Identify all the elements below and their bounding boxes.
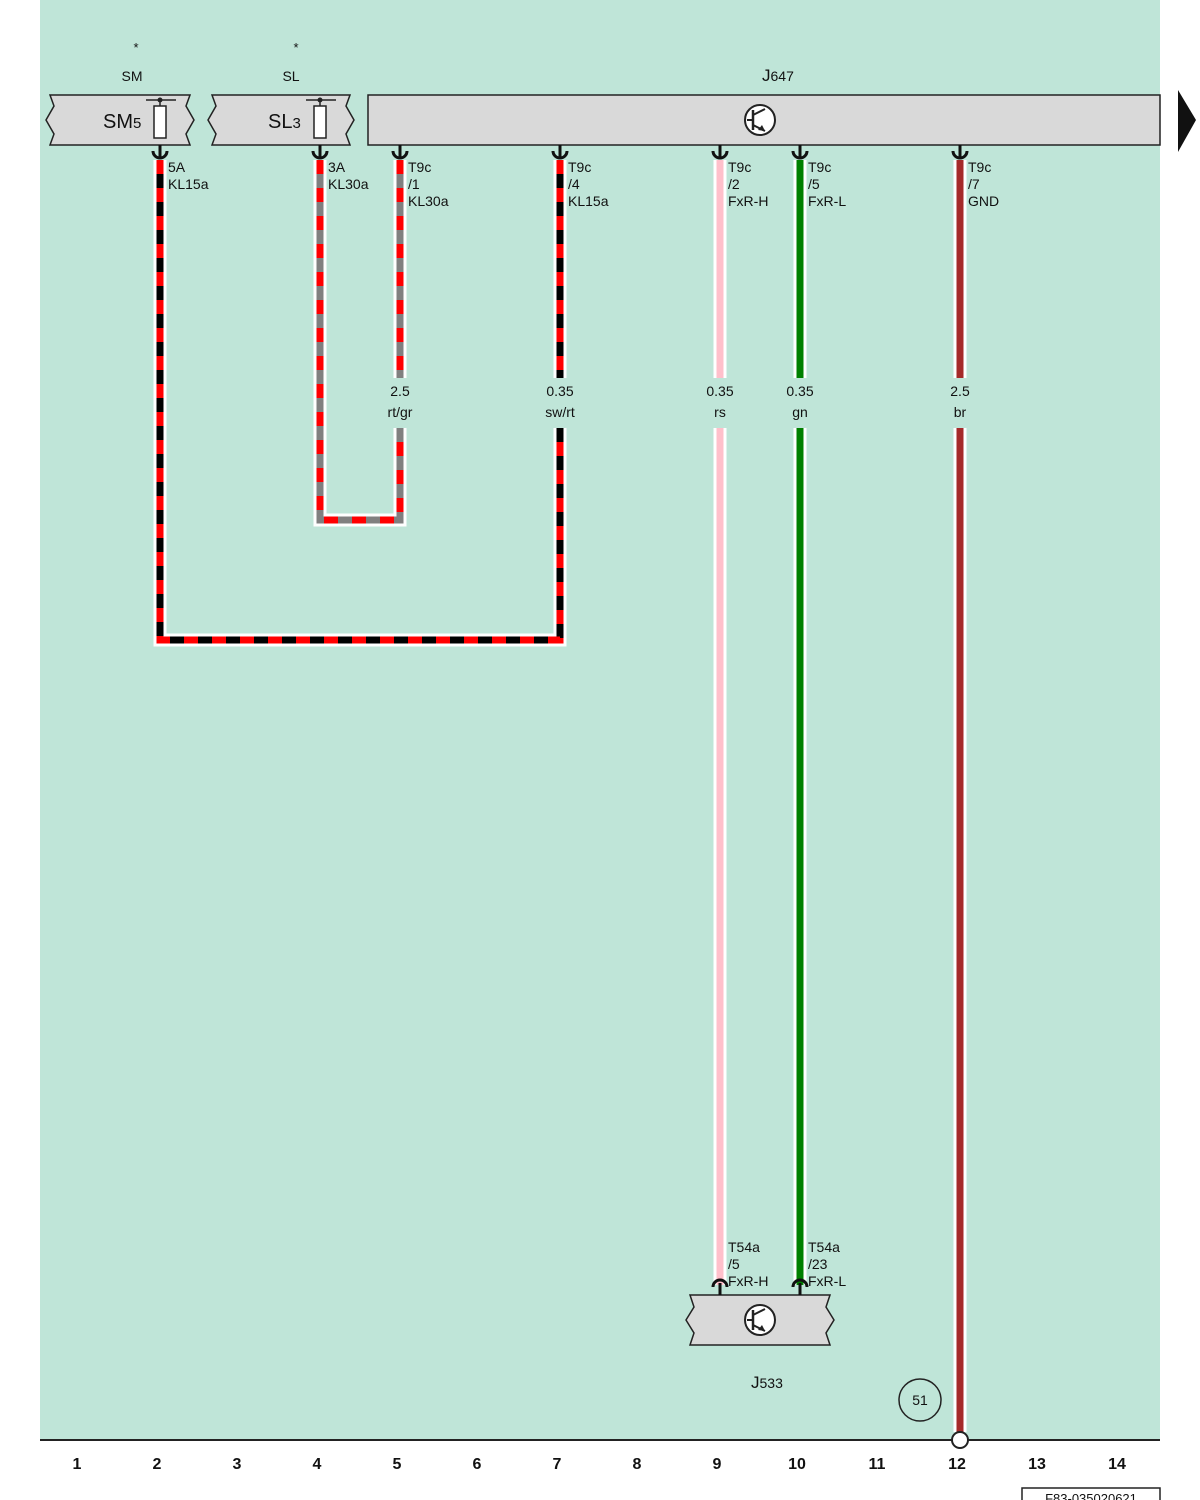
current-path-number: 4	[313, 1456, 322, 1473]
current-path-number: 1	[73, 1456, 82, 1473]
wire-label-w3: 0.35 rs	[706, 383, 733, 420]
transistor-icon	[744, 104, 776, 136]
ground-connection-icon	[951, 1431, 969, 1449]
wire-label-w4: 0.35 gn	[786, 383, 813, 420]
current-path-number: 2	[153, 1456, 162, 1473]
svg-text:2.5: 2.5	[950, 383, 970, 399]
sl-optional-marker: *	[293, 40, 298, 55]
fuse-sl3-label: SL3	[268, 111, 301, 133]
connector-pin-icon	[791, 145, 809, 160]
sm-group-label: SM	[122, 68, 143, 84]
wire-kl15a-loop	[153, 160, 567, 647]
ground-point-51: 51	[898, 1378, 942, 1422]
svg-text:gn: gn	[792, 404, 808, 420]
fuse-sm5-label: SM5	[103, 111, 141, 133]
svg-text:0.35: 0.35	[706, 383, 733, 399]
wire-label-w5: 2.5 br	[950, 383, 970, 420]
control-unit-j647	[367, 94, 1161, 146]
fuse-holder-sm	[45, 94, 195, 146]
sm-optional-marker: *	[133, 40, 138, 55]
svg-text:rs: rs	[714, 404, 726, 420]
connector-pin-icon	[951, 145, 969, 160]
sl-group-label: SL	[282, 68, 299, 84]
arrow-right-icon	[1178, 90, 1196, 152]
current-path-number: 6	[473, 1456, 482, 1473]
diagram-background	[40, 0, 1160, 1440]
svg-text:rt/gr: rt/gr	[388, 404, 413, 420]
wire-label-w2: 0.35 sw/rt	[545, 383, 575, 420]
connector-pin-icon	[311, 145, 329, 160]
current-path-number: 8	[633, 1456, 642, 1473]
wire-label-w1: 2.5 rt/gr	[388, 383, 413, 420]
connector-pin-icon	[711, 1278, 729, 1295]
svg-text:2.5: 2.5	[390, 383, 410, 399]
connector-pin-icon	[391, 145, 409, 160]
current-path-number: 11	[869, 1456, 886, 1473]
transistor-icon	[744, 1304, 776, 1336]
svg-text:br: br	[954, 404, 967, 420]
connector-pin-icon	[551, 145, 569, 160]
current-path-number: 10	[788, 1456, 806, 1473]
connector-pin-icon	[791, 1278, 809, 1295]
fuse-symbol-icon	[153, 105, 167, 139]
fuse-symbol-icon	[313, 105, 327, 139]
current-path-number: 14	[1108, 1456, 1126, 1473]
connector-pin-icon	[711, 145, 729, 160]
current-path-number: 9	[713, 1456, 722, 1473]
current-path-number: 3	[233, 1456, 242, 1473]
svg-text:sw/rt: sw/rt	[545, 404, 575, 420]
svg-text:0.35: 0.35	[786, 383, 813, 399]
current-path-number: 7	[553, 1456, 562, 1473]
svg-text:F83-035020621: F83-035020621	[1045, 1491, 1137, 1500]
fuse-holder-sl	[207, 94, 355, 146]
j533-label: J533	[751, 1373, 783, 1392]
wire-kl30a-loop	[313, 160, 407, 527]
connector-pin-icon	[151, 145, 169, 160]
connector-pins	[151, 145, 969, 1295]
control-unit-j533	[685, 1294, 835, 1346]
current-path-number: 12	[948, 1456, 966, 1473]
svg-text:0.35: 0.35	[546, 383, 573, 399]
current-path-number: 5	[393, 1456, 402, 1473]
current-path-number: 13	[1028, 1456, 1046, 1473]
svg-text:51: 51	[912, 1392, 928, 1408]
wires	[153, 160, 967, 1432]
j647-label: J647	[762, 66, 794, 85]
drawing-number-box: F83-035020621	[1021, 1487, 1161, 1500]
